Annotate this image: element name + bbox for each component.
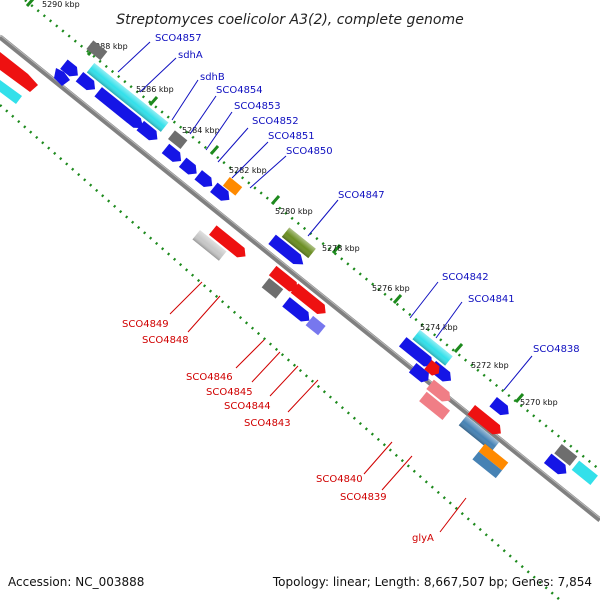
gene-cyan-left[interactable] bbox=[0, 80, 22, 104]
kbp-label: 5286 kbp bbox=[136, 85, 174, 94]
gene-label[interactable]: SCO4850 bbox=[286, 146, 333, 157]
gene-SCO4838[interactable] bbox=[489, 396, 512, 419]
kbp-label: 5270 kbp bbox=[520, 398, 558, 407]
kbp-label: 5280 kbp bbox=[275, 207, 313, 216]
kbp-label: 5272 kbp bbox=[471, 361, 509, 370]
reverse-gene-track bbox=[192, 225, 509, 479]
gene-label[interactable]: SCO4841 bbox=[468, 294, 515, 305]
gene-label[interactable]: SCO4847 bbox=[338, 190, 385, 201]
kbp-label: 5290 kbp bbox=[42, 0, 80, 9]
top-label-leaders bbox=[117, 41, 533, 391]
gene-blue-left[interactable] bbox=[54, 68, 70, 86]
gene-SCO4840[interactable] bbox=[424, 359, 442, 378]
bottom-label-leaders bbox=[169, 281, 467, 533]
sequence-backbone-highlight bbox=[0, 34, 600, 519]
kbp-label: 5278 kbp bbox=[322, 244, 360, 253]
gene-SCO4846[interactable] bbox=[261, 278, 284, 299]
gene-SCO4845[interactable] bbox=[268, 265, 301, 295]
gene-label[interactable]: SCO4843 bbox=[244, 418, 291, 429]
topology-text: Topology: linear; Length: 8,667,507 bp; … bbox=[272, 575, 592, 589]
gene-label[interactable]: SCO4848 bbox=[142, 335, 189, 346]
gene-label[interactable]: SCO4838 bbox=[533, 344, 580, 355]
gene-label[interactable]: SCO4853 bbox=[234, 101, 281, 112]
gene-SCO4857[interactable] bbox=[86, 40, 108, 61]
gene-red-left[interactable] bbox=[0, 52, 38, 92]
gene-SCO4839[interactable] bbox=[426, 379, 454, 406]
upper-tick-track bbox=[24, 0, 600, 471]
gene-label[interactable]: SCO4845 bbox=[206, 387, 253, 398]
gene-SCO4854[interactable] bbox=[75, 72, 99, 94]
gene-SCO4849[interactable] bbox=[209, 225, 249, 261]
gene-label[interactable]: SCO4842 bbox=[442, 272, 489, 283]
gene-label[interactable]: SCO4849 bbox=[122, 319, 169, 330]
gene-SCO4853[interactable] bbox=[94, 87, 147, 133]
gene-SCO4850[interactable] bbox=[161, 143, 185, 166]
gene-label[interactable]: sdhB bbox=[200, 72, 225, 83]
gene-label[interactable]: sdhA bbox=[178, 50, 203, 61]
kbp-label: 5288 kbp bbox=[90, 42, 128, 51]
kbp-label: 5274 kbp bbox=[420, 323, 458, 332]
gene-label[interactable]: SCO4852 bbox=[252, 116, 299, 127]
gene-label[interactable]: glyA bbox=[412, 533, 434, 544]
gene-SCO4851[interactable] bbox=[168, 130, 188, 149]
gene-label[interactable]: SCO4857 bbox=[155, 33, 202, 44]
sequence-backbone bbox=[0, 35, 600, 522]
kbp-label: 5276 kbp bbox=[372, 284, 410, 293]
gene-label[interactable]: SCO4854 bbox=[216, 85, 263, 96]
map-title: Streptomyces coelicolor A3(2), complete … bbox=[116, 12, 464, 28]
kbp-label: 5284 kbp bbox=[182, 126, 220, 135]
gene-label[interactable]: SCO4840 bbox=[316, 474, 363, 485]
gene-label[interactable]: SCO4844 bbox=[224, 401, 271, 412]
gene-label[interactable]: SCO4839 bbox=[340, 492, 387, 503]
gene-sdhB[interactable] bbox=[60, 59, 82, 81]
gene-SCO4843[interactable] bbox=[305, 315, 326, 336]
kbp-label: 5282 kbp bbox=[229, 166, 267, 175]
gene-SCO4852[interactable] bbox=[136, 120, 161, 144]
gene-label[interactable]: SCO4851 bbox=[268, 131, 315, 142]
major-ticks bbox=[25, 0, 525, 403]
gene-label[interactable]: SCO4846 bbox=[186, 372, 233, 383]
forward-gene-track bbox=[60, 40, 598, 485]
accession-text: Accession: NC_003888 bbox=[8, 575, 144, 589]
gene-SCO4844[interactable] bbox=[282, 297, 313, 325]
